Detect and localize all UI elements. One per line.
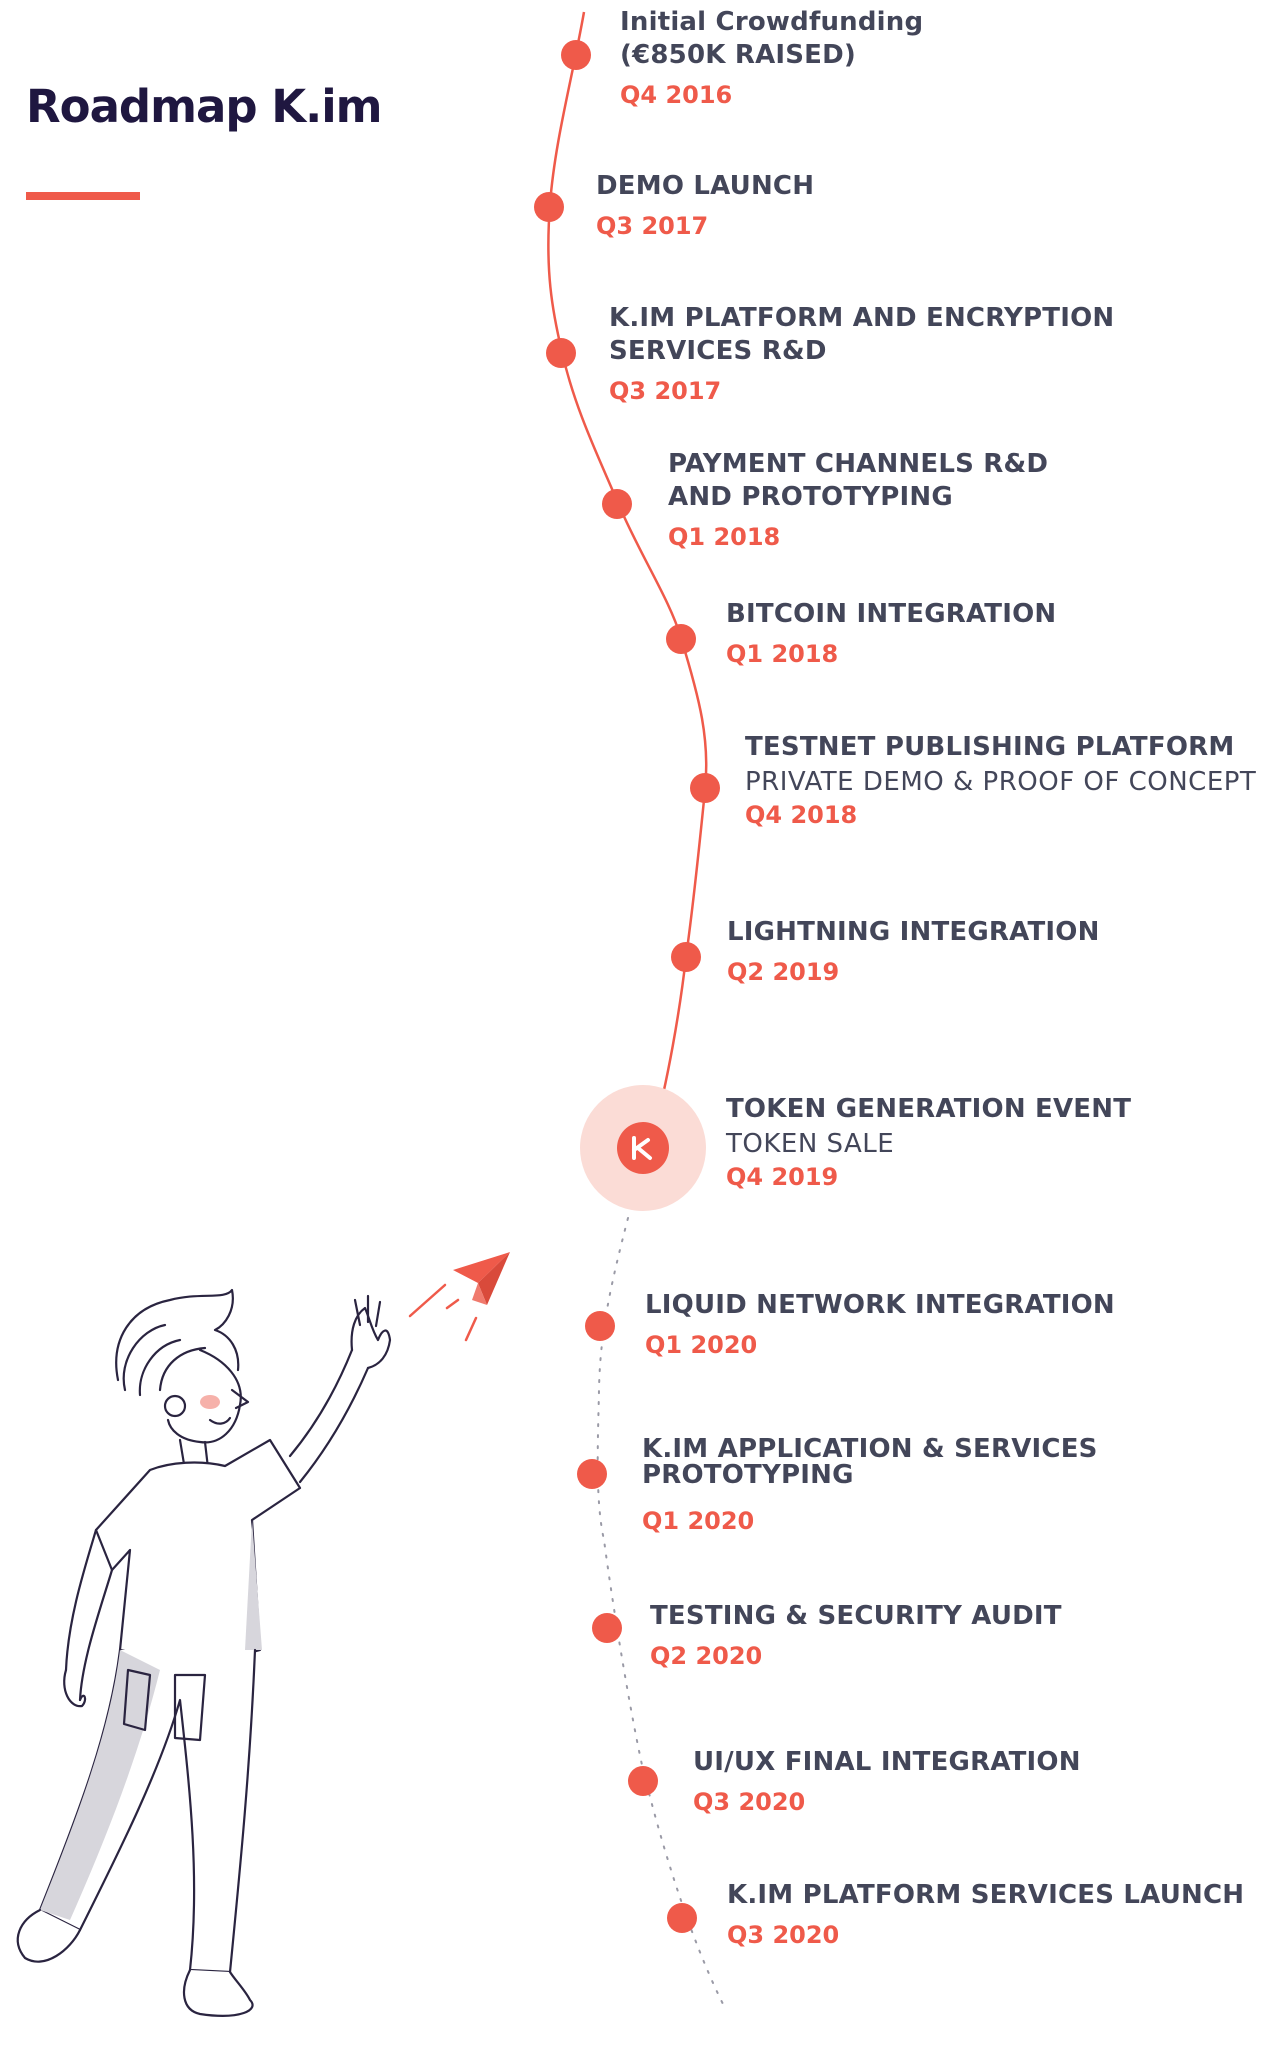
milestone-item: UI/UX FINAL INTEGRATION Q3 2020 [693, 1746, 1081, 1817]
milestone-title-line2: AND PROTOTYPING [668, 482, 953, 512]
milestone-title: Initial Crowdfunding [620, 7, 924, 37]
milestone-dot-12 [628, 1766, 658, 1796]
milestone-dot-3 [546, 338, 576, 368]
milestone-title: DEMO LAUNCH [596, 171, 815, 201]
milestone-title: BITCOIN INTEGRATION [726, 599, 1057, 629]
milestone-date: Q4 2016 [620, 81, 733, 109]
milestone-dot-2 [534, 192, 564, 222]
title-underline [26, 192, 140, 200]
milestone-title: K.IM PLATFORM SERVICES LAUNCH [727, 1880, 1245, 1910]
milestone-dot-11 [592, 1613, 622, 1643]
milestone-date: Q2 2019 [727, 958, 840, 986]
milestone-title: LIQUID NETWORK INTEGRATION [645, 1290, 1115, 1320]
page-title: Roadmap K.im [26, 80, 383, 133]
milestone-date: Q3 2020 [727, 1921, 840, 1949]
milestone-item: K.IM PLATFORM SERVICES LAUNCH Q3 2020 [727, 1879, 1244, 1950]
milestone-date: Q1 2018 [668, 523, 781, 551]
milestone-dot-13 [667, 1903, 697, 1933]
milestone-item: LIQUID NETWORK INTEGRATION Q1 2020 [645, 1289, 1115, 1360]
milestone-date: Q1 2020 [645, 1331, 758, 1359]
milestone-dot-10 [577, 1459, 607, 1489]
milestone-item: K.IM PLATFORM AND ENCRYPTION SERVICES R&… [609, 302, 1114, 406]
milestone-title: PAYMENT CHANNELS R&D [668, 449, 1049, 479]
milestone-dot-1 [561, 40, 591, 70]
milestone-title: K.IM PLATFORM AND ENCRYPTION [609, 303, 1115, 333]
milestone-date: Q4 2019 [726, 1163, 839, 1191]
milestone-item: PAYMENT CHANNELS R&D AND PROTOTYPING Q1 … [668, 448, 1048, 552]
milestone-item: TESTNET PUBLISHING PLATFORM PRIVATE DEMO… [745, 731, 1256, 830]
milestone-item-current: TOKEN GENERATION EVENT TOKEN SALE Q4 201… [726, 1093, 1131, 1192]
milestone-dot-4 [602, 489, 632, 519]
milestone-subtitle: TOKEN SALE [726, 1129, 895, 1159]
milestone-title-line2: PROTOTYPING [642, 1460, 854, 1490]
milestone-item: BITCOIN INTEGRATION Q1 2018 [726, 598, 1056, 669]
milestone-date: Q2 2020 [650, 1642, 763, 1670]
milestone-date: Q1 2020 [642, 1507, 755, 1535]
milestone-date: Q3 2020 [693, 1788, 806, 1816]
milestone-dot-9 [585, 1311, 615, 1341]
k-logo-icon [580, 1085, 706, 1211]
cheek-blush [200, 1395, 220, 1409]
paper-plane-icon [408, 1252, 510, 1342]
milestone-title: TOKEN GENERATION EVENT [726, 1094, 1132, 1124]
milestone-item: K.IM APPLICATION & SERVICES PROTOTYPING … [642, 1436, 1098, 1536]
milestone-dot-7 [671, 942, 701, 972]
milestone-title: UI/UX FINAL INTEGRATION [693, 1747, 1081, 1777]
person-illustration [16, 1288, 392, 2017]
milestone-dot-5 [666, 624, 696, 654]
milestone-title: LIGHTNING INTEGRATION [727, 917, 1100, 947]
milestone-date: Q4 2018 [745, 801, 858, 829]
milestone-title: TESTNET PUBLISHING PLATFORM [745, 732, 1235, 762]
milestone-item: LIGHTNING INTEGRATION Q2 2019 [727, 916, 1100, 987]
milestone-title: TESTING & SECURITY AUDIT [650, 1601, 1062, 1631]
milestone-title-line2: SERVICES R&D [609, 336, 827, 366]
milestone-dot-6 [690, 773, 720, 803]
milestone-item: DEMO LAUNCH Q3 2017 [596, 170, 814, 241]
milestone-item: Initial Crowdfunding (€850K RAISED) Q4 2… [620, 6, 923, 110]
milestone-item: TESTING & SECURITY AUDIT Q2 2020 [650, 1600, 1062, 1671]
milestone-date: Q1 2018 [726, 640, 839, 668]
milestone-date: Q3 2017 [609, 377, 722, 405]
milestone-title: K.IM APPLICATION & SERVICES [642, 1434, 1098, 1464]
milestone-title-line2: (€850K RAISED) [620, 40, 857, 70]
milestone-date: Q3 2017 [596, 212, 709, 240]
milestone-subtitle: PRIVATE DEMO & PROOF OF CONCEPT [745, 767, 1257, 797]
